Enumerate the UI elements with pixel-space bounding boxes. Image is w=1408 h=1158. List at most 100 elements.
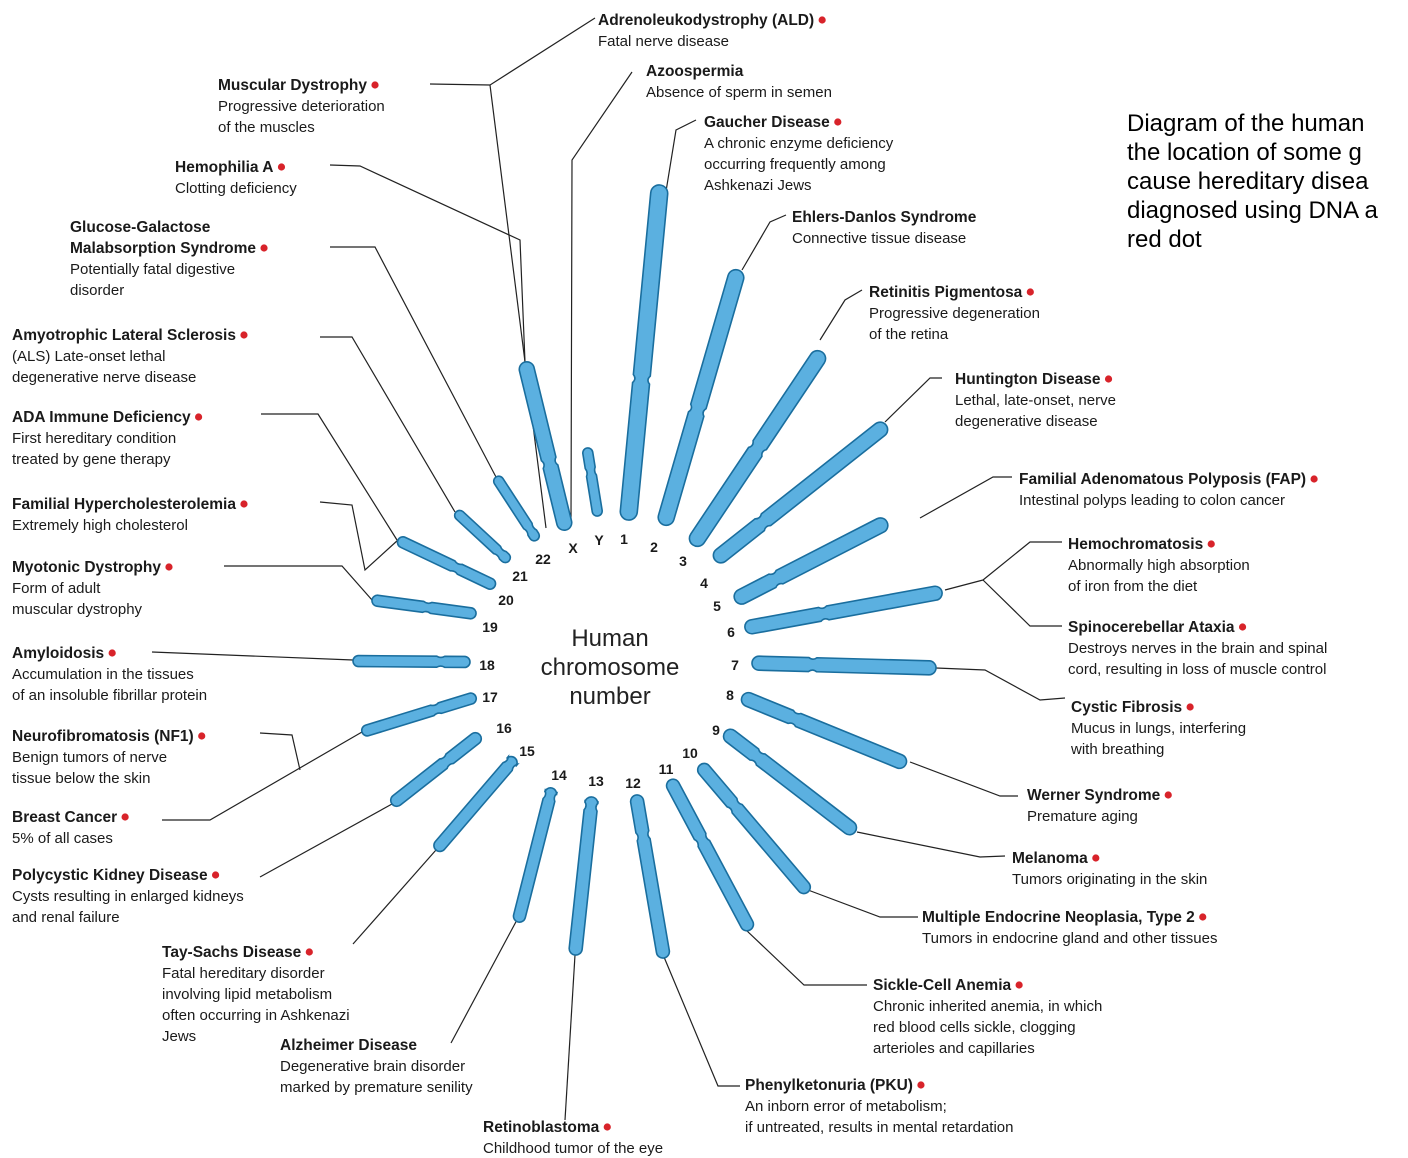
chromosome-9	[722, 728, 858, 836]
chromosome-2	[657, 268, 745, 527]
marker-dot	[603, 1123, 611, 1131]
disease-description: tissue below the skin	[12, 770, 150, 787]
chromosome-13	[568, 796, 599, 956]
marker-dot	[277, 163, 286, 171]
marker-dot	[240, 500, 248, 508]
marker-dot	[917, 1081, 925, 1089]
leader-line-9	[982, 579, 1062, 627]
disease-description: of an insoluble fibrillar protein	[12, 687, 207, 704]
disease-description: cord, resulting in loss of muscle contro…	[1068, 661, 1326, 678]
chromosome-11	[665, 778, 755, 932]
chromosome-10	[696, 762, 812, 895]
disease-name: Breast Cancer	[12, 809, 117, 826]
marker-dot	[1310, 475, 1318, 483]
chromosome-number-13: 13	[588, 773, 604, 789]
disease-description: often occurring in Ashkenazi	[162, 1007, 350, 1024]
disease-label-phenylketonuria-pku: Phenylketonuria (PKU)An inborn error of …	[745, 1077, 1013, 1136]
note-line-4: diagnosed using DNA a	[1127, 197, 1378, 224]
disease-name: Multiple Endocrine Neoplasia, Type 2	[922, 909, 1195, 926]
chromosome-16	[389, 731, 483, 808]
chromosome-x	[518, 361, 573, 531]
chromosome-number-y: Y	[594, 532, 604, 548]
marker-dot	[121, 813, 129, 821]
chromosome-y	[582, 447, 603, 517]
disease-description: of the retina	[869, 326, 949, 343]
disease-description: Tumors in endocrine gland and other tiss…	[922, 930, 1217, 947]
disease-labels: Adrenoleukodystrophy (ALD) Fatal nerve di…	[12, 12, 1327, 1157]
disease-name: Sickle-Cell Anemia	[873, 977, 1012, 994]
leader-line-22	[259, 732, 301, 771]
disease-name: Polycystic Kidney Disease	[12, 867, 208, 884]
marker-dot	[1238, 623, 1247, 631]
disease-description: Chronic inherited anemia, in which	[873, 998, 1102, 1015]
chromosome-number-3: 3	[679, 553, 687, 569]
marker-dot	[240, 331, 248, 339]
leader-line-29	[329, 164, 526, 363]
disease-description: Fatal nerve disease	[598, 33, 729, 50]
leader-line-15	[745, 929, 867, 986]
chromosome-number-14: 14	[551, 767, 567, 783]
marker-dot	[1015, 981, 1023, 989]
marker-dot	[194, 413, 203, 421]
leader-line-6	[884, 377, 942, 423]
disease-label-adrenoleukodystrophy-ald: Adrenoleukodystrophy (ALD) Fatal nerve di…	[598, 12, 826, 50]
disease-name: Hemophilia A	[175, 159, 273, 176]
disease-name: Adrenoleukodystrophy (ALD)	[598, 12, 814, 29]
disease-description: 5% of all cases	[12, 830, 113, 847]
disease-name: Familial Adenomatous Polyposis (FAP)	[1019, 471, 1306, 488]
disease-description: and renal failure	[12, 909, 120, 926]
disease-description: red blood cells sickle, clogging	[873, 1019, 1076, 1036]
leader-line-8	[982, 541, 1062, 581]
leader-lines	[151, 17, 1066, 1121]
marker-dot	[305, 948, 313, 956]
disease-name: Myotonic Dystrophy	[12, 559, 161, 576]
center-label-line-1: Human	[571, 625, 648, 652]
disease-name: Cystic Fibrosis	[1071, 699, 1182, 716]
disease-name: Tay-Sachs Disease	[162, 944, 302, 961]
marker-dot	[818, 16, 826, 24]
leader-line-26	[261, 413, 398, 541]
leader-line-16	[663, 956, 740, 1087]
chromosome-15	[433, 754, 520, 853]
disease-name: Ehlers-Danlos Syndrome	[792, 209, 977, 226]
marker-dot	[1104, 375, 1113, 383]
chromosome-8	[740, 691, 908, 770]
disease-name: Huntington Disease	[955, 371, 1101, 388]
disease-description: Jews	[162, 1028, 196, 1045]
chromosome-number-8: 8	[726, 687, 734, 703]
disease-label-breast-cancer: Breast Cancer 5% of all cases	[12, 809, 129, 847]
leader-line-11	[935, 667, 1066, 701]
disease-description: treated by gene therapy	[12, 451, 171, 468]
chromosome-number-4: 4	[700, 575, 708, 591]
disease-description: Premature aging	[1027, 808, 1138, 825]
leader-line-17	[564, 954, 576, 1121]
disease-name: Werner Syndrome	[1027, 787, 1161, 804]
chromosome-number-x: X	[568, 540, 578, 556]
chromosome-number-20: 20	[498, 592, 514, 608]
chromosome-3	[688, 349, 827, 548]
disease-description: involving lipid metabolism	[162, 986, 332, 1003]
disease-name: Familial Hypercholesterolemia	[12, 496, 236, 513]
marker-dot	[834, 118, 842, 126]
disease-description: Extremely high cholesterol	[12, 517, 188, 534]
disease-description: Intestinal polyps leading to colon cance…	[1019, 492, 1285, 509]
marker-dot	[108, 649, 116, 657]
leader-line-20	[259, 803, 393, 878]
disease-description: A chronic enzyme deficiency	[704, 135, 894, 152]
chromosome-number-22: 22	[535, 551, 551, 567]
